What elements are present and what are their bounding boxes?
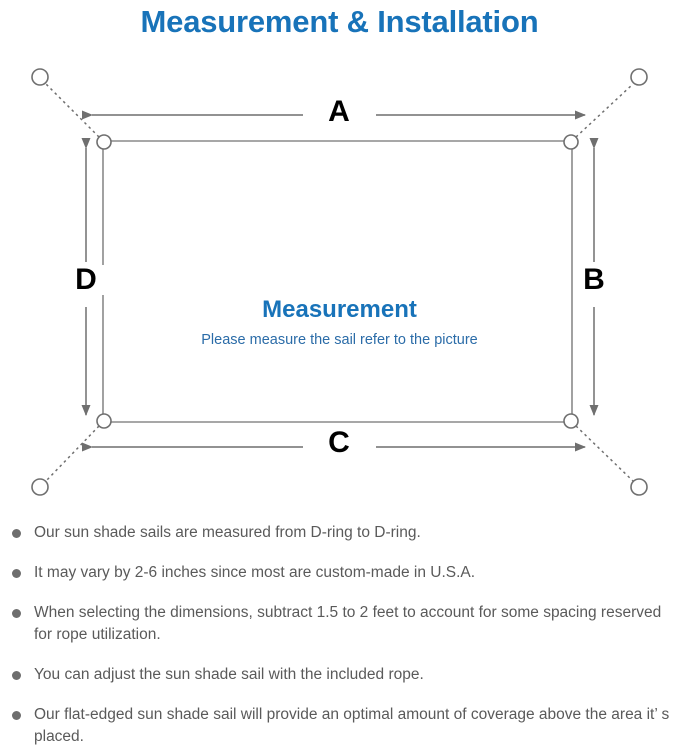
dimension-label-a: A — [306, 97, 372, 127]
rope-line-bottom-left — [45, 425, 100, 482]
list-item-text: Our flat-edged sun shade sail will provi… — [34, 706, 670, 745]
anchor-points — [31, 68, 648, 496]
d-ring-top-right — [563, 134, 579, 150]
rope-line-top-right — [575, 83, 634, 138]
dimension-label-d: D — [67, 265, 105, 295]
list-item: It may vary by 2-6 inches since most are… — [0, 562, 679, 584]
bullet-icon — [12, 671, 21, 680]
diagram-center-title: Measurement — [262, 296, 417, 323]
bullet-icon — [12, 711, 21, 720]
diagram-center-subtitle: Please measure the sail refer to the pic… — [201, 332, 478, 348]
rope-lines — [45, 83, 634, 482]
page-title: Measurement & Installation — [140, 4, 539, 39]
corner-d-rings — [96, 134, 579, 429]
list-item-text: When selecting the dimensions, subtract … — [34, 604, 662, 643]
bullet-icon — [12, 569, 21, 578]
d-ring-bottom-left — [96, 413, 112, 429]
list-item: When selecting the dimensions, subtract … — [0, 602, 679, 646]
d-ring-bottom-right — [563, 413, 579, 429]
sail-measurement-diagram: Measurement Please measure the sail refe… — [0, 52, 679, 514]
anchor-bottom-left — [31, 478, 49, 496]
instruction-list: Our sun shade sails are measured from D-… — [0, 522, 679, 748]
list-item-text: You can adjust the sun shade sail with t… — [34, 666, 424, 683]
sail-outline — [102, 140, 573, 423]
dimension-label-c: C — [306, 428, 372, 458]
list-item-text: It may vary by 2-6 inches since most are… — [34, 564, 476, 581]
list-item: Our sun shade sails are measured from D-… — [0, 522, 679, 544]
rope-line-bottom-right — [575, 425, 634, 482]
bullet-icon — [12, 529, 21, 538]
anchor-bottom-right — [630, 478, 648, 496]
bullet-icon — [12, 609, 21, 618]
list-item: Our flat-edged sun shade sail will provi… — [0, 704, 679, 748]
list-item: You can adjust the sun shade sail with t… — [0, 664, 679, 686]
anchor-top-left — [31, 68, 49, 86]
list-item-text: Our sun shade sails are measured from D-… — [34, 524, 421, 541]
d-ring-top-left — [96, 134, 112, 150]
dimension-label-b: B — [575, 265, 613, 295]
rope-line-top-left — [45, 83, 100, 138]
anchor-top-right — [630, 68, 648, 86]
